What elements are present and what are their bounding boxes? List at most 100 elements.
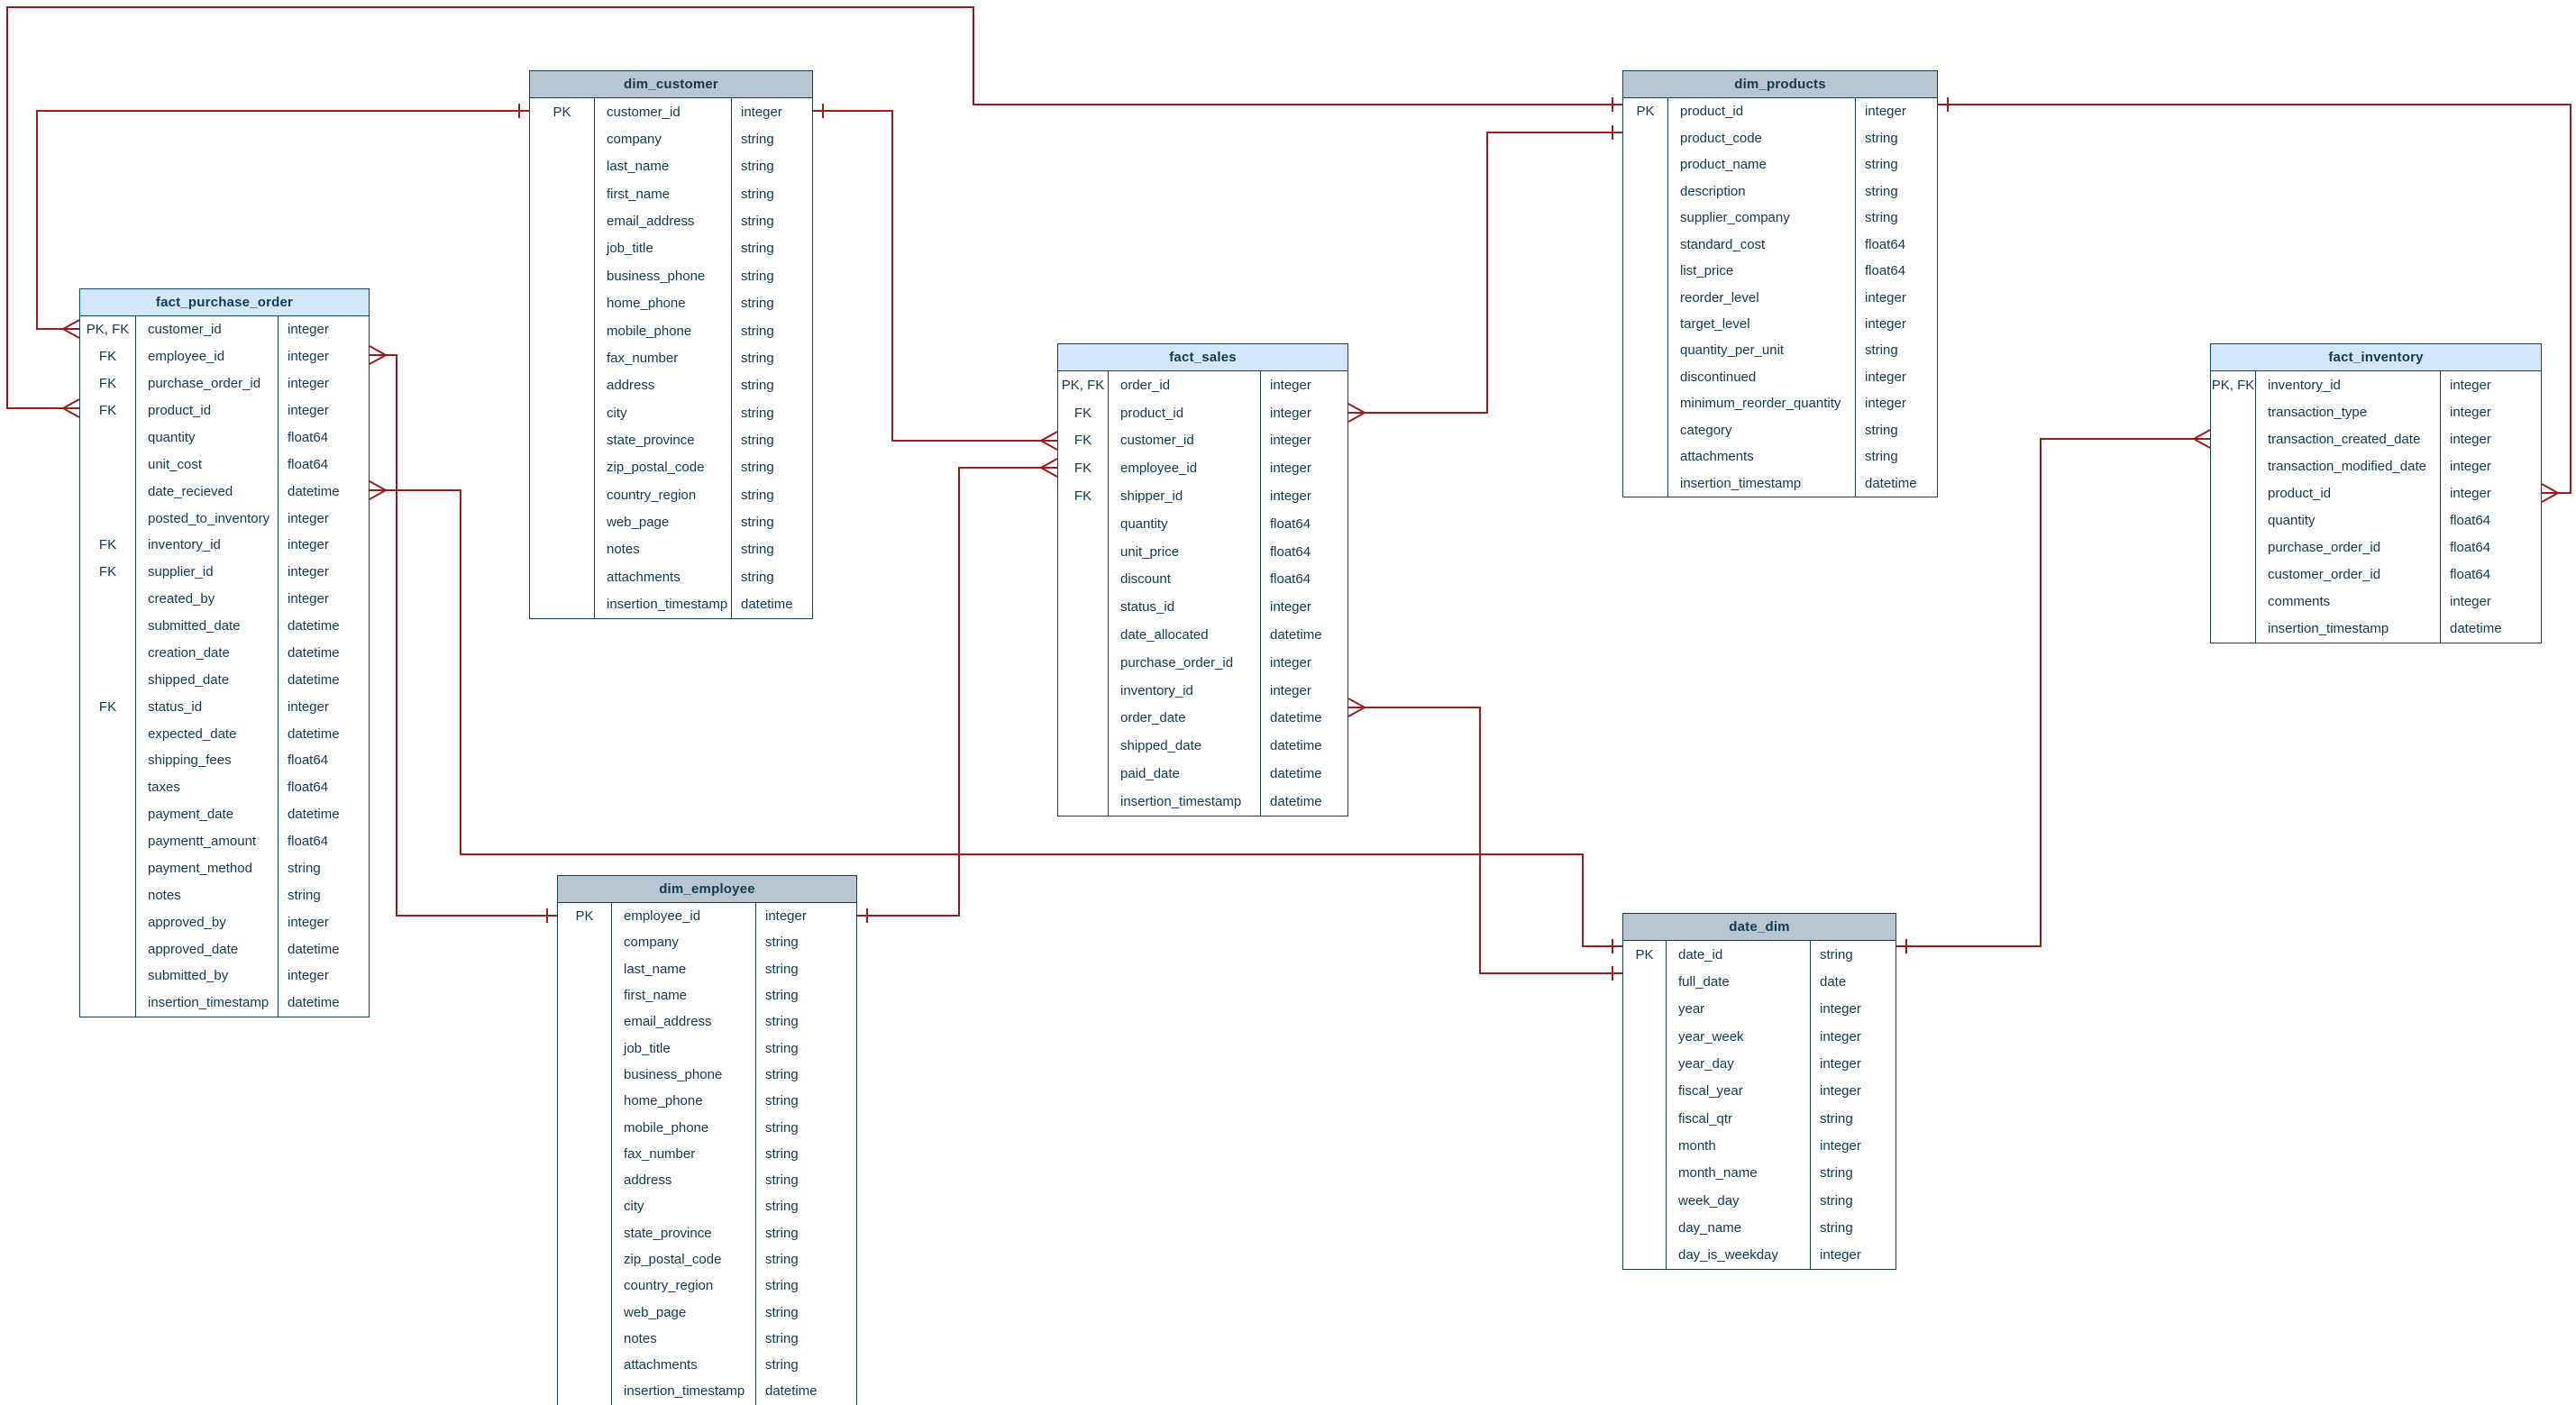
field-key (80, 612, 136, 640)
field-name: state_province (595, 426, 732, 454)
field-key (1058, 676, 1109, 705)
field-name: discontinued (1668, 363, 1856, 391)
field-type: string (765, 1330, 799, 1346)
field-name: fiscal_year (1667, 1077, 1811, 1105)
crows-foot-icon (1347, 412, 1366, 423)
field-type: integer (1820, 1001, 1861, 1017)
field-key (558, 1140, 612, 1167)
relationship-line-fact_sales.customer_id--dim_customer.customer_id[interactable] (813, 110, 1057, 442)
field-name: day_is_weekday (1667, 1241, 1811, 1269)
field-type: integer (288, 968, 329, 984)
field-key (1058, 732, 1109, 761)
field-type: float64 (288, 780, 329, 796)
crows-foot-icon (1347, 698, 1366, 708)
field-name: submitted_date (136, 612, 279, 640)
field-key (558, 1035, 612, 1062)
field-name: list_price (1668, 257, 1856, 285)
field-key (2211, 479, 2256, 507)
relationship-line-fact_sales.employee_id--dim_employee.employee_id[interactable] (857, 467, 1057, 917)
field-name: payment_date (136, 800, 279, 828)
field-name: mobile_phone (595, 316, 732, 345)
field-name: inventory_id (2256, 371, 2441, 399)
relationship-line-fact_sales.order_date--date_dim.full_date[interactable] (1348, 707, 1622, 974)
field-key (80, 639, 136, 667)
field-name: shipped_date (136, 666, 279, 694)
field-type: integer (2450, 458, 2491, 474)
field-key (530, 152, 595, 181)
field-name: purchase_order_id (136, 369, 279, 397)
field-key (1623, 470, 1668, 497)
relationship-line-fact_purchase_order.product_id--dim_products.product_id[interactable] (6, 6, 1622, 409)
entity-title: dim_products (1623, 71, 1937, 98)
field-name: fax_number (612, 1140, 756, 1167)
field-key (530, 563, 595, 591)
field-key (558, 1166, 612, 1194)
relationship-line-fact_purchase_order.date_recieved--date_dim.date_id[interactable] (370, 489, 1622, 947)
field-type: integer (1270, 654, 1311, 671)
field-key (80, 963, 136, 990)
field-key (530, 262, 595, 290)
field-name: reorder_level (1668, 284, 1856, 311)
field-key (558, 1008, 612, 1036)
field-key (1623, 1050, 1667, 1078)
field-key (1623, 1077, 1667, 1105)
field-type: string (765, 1304, 799, 1320)
field-key (530, 125, 595, 153)
field-type: float64 (1270, 543, 1311, 560)
field-key: FK (1058, 482, 1109, 510)
field-name: standard_cost (1668, 231, 1856, 258)
field-type: string (1865, 449, 1898, 465)
relationship-line-fact_inventory.transaction_created_date--date_dim.date_id[interactable] (1896, 438, 2210, 947)
field-key: FK (1058, 426, 1109, 455)
field-type: string (741, 460, 774, 476)
field-type: string (765, 1278, 799, 1294)
field-type: integer (2450, 594, 2491, 610)
field-key (558, 981, 612, 1009)
field-name: job_title (612, 1035, 756, 1062)
field-type: string (765, 1066, 799, 1082)
field-type: integer (2450, 377, 2491, 393)
field-type: integer (1820, 1083, 1861, 1099)
field-name: address (595, 371, 732, 399)
field-key (530, 234, 595, 263)
field-name: insertion_timestamp (595, 590, 732, 618)
field-type: string (1865, 342, 1898, 359)
relationship-line-fact_sales.product_id--dim_products.product_id[interactable] (1348, 132, 1622, 414)
field-type: string (1865, 210, 1898, 226)
field-key (530, 508, 595, 536)
field-key (1058, 760, 1109, 788)
relationship-line-fact_purchase_order.customer_id--dim_customer.customer_id[interactable] (36, 110, 529, 330)
field-type: string (741, 132, 774, 148)
field-key: FK (80, 693, 136, 721)
crows-foot-icon (1040, 431, 1058, 442)
